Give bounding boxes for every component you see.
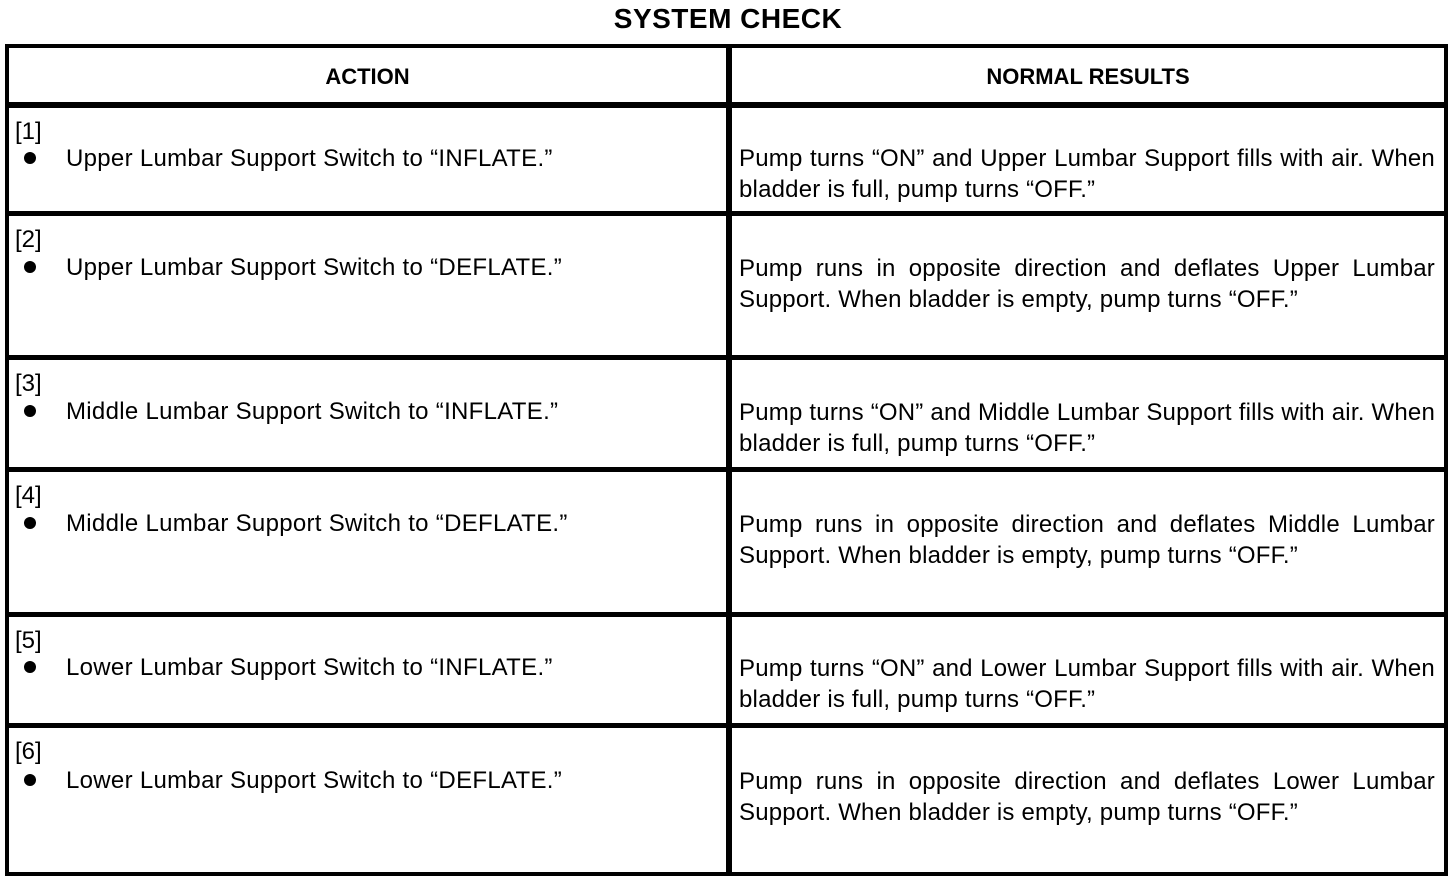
bullet-icon bbox=[24, 517, 36, 529]
action-column-header: ACTION bbox=[325, 64, 410, 89]
bullet-icon bbox=[24, 661, 36, 673]
table-row: [5] Lower Lumbar Support Switch to “INFL… bbox=[9, 617, 1444, 728]
action-text: Lower Lumbar Support Switch to “INFLATE.… bbox=[66, 654, 553, 681]
system-check-table: ACTION NORMAL RESULTS [1] Upper Lumbar S… bbox=[5, 44, 1448, 876]
result-text: Pump turns “ON” and Upper Lumbar Support… bbox=[739, 145, 1435, 203]
table-row: [4] Middle Lumbar Support Switch to “DEF… bbox=[9, 472, 1444, 617]
step-number: [2] bbox=[15, 226, 42, 253]
bullet-icon bbox=[24, 261, 36, 273]
result-text: Pump runs in opposite direction and defl… bbox=[739, 768, 1435, 826]
result-text: Pump turns “ON” and Middle Lumbar Suppor… bbox=[739, 399, 1435, 457]
result-text: Pump runs in opposite direction and defl… bbox=[739, 511, 1435, 569]
action-text: Lower Lumbar Support Switch to “DEFLATE.… bbox=[66, 767, 563, 794]
normal-results-column-header: NORMAL RESULTS bbox=[986, 64, 1190, 89]
step-number: [1] bbox=[15, 118, 42, 145]
table-row: [6] Lower Lumbar Support Switch to “DEFL… bbox=[9, 728, 1444, 872]
column-divider bbox=[726, 48, 732, 872]
action-text: Middle Lumbar Support Switch to “INFLATE… bbox=[66, 398, 559, 425]
step-number: [4] bbox=[15, 482, 42, 509]
result-text: Pump runs in opposite direction and defl… bbox=[739, 255, 1435, 313]
page-title: SYSTEM CHECK bbox=[613, 3, 843, 34]
step-number: [5] bbox=[15, 627, 42, 654]
step-number: [3] bbox=[15, 370, 42, 397]
bullet-icon bbox=[24, 405, 36, 417]
action-text: Upper Lumbar Support Switch to “DEFLATE.… bbox=[66, 254, 563, 281]
step-number: [6] bbox=[15, 738, 42, 765]
action-text: Upper Lumbar Support Switch to “INFLATE.… bbox=[66, 145, 553, 172]
result-text: Pump turns “ON” and Lower Lumbar Support… bbox=[739, 655, 1435, 713]
bullet-icon bbox=[24, 774, 36, 786]
bullet-icon bbox=[24, 152, 36, 164]
action-text: Middle Lumbar Support Switch to “DEFLATE… bbox=[66, 510, 568, 537]
